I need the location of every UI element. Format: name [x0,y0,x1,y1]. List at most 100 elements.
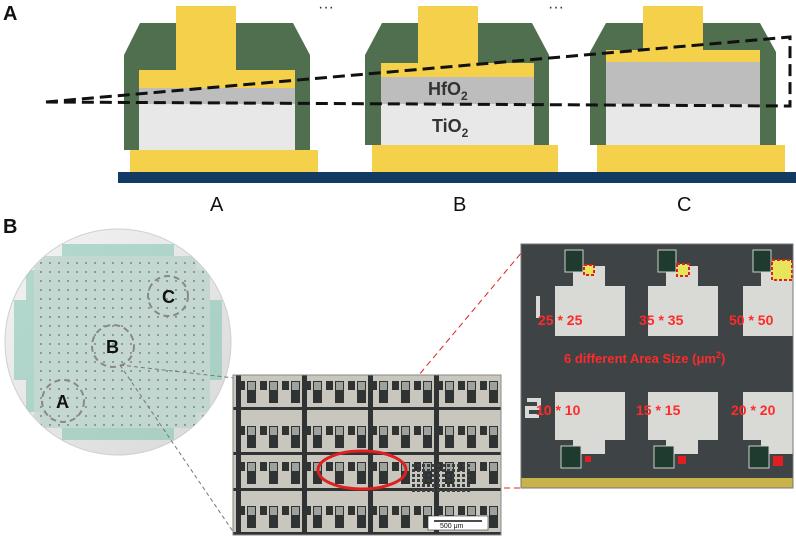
via-frame [560,445,582,469]
wafer-die [67,406,69,408]
wafer-die [67,415,69,417]
wafer-die [193,307,195,309]
wafer-die [121,334,123,336]
contact-pad [392,506,399,515]
wafer-die [76,379,78,381]
device-cell-window [490,427,497,435]
wafer-die [166,343,168,345]
wafer-die [175,352,177,354]
wafer-die [193,370,195,372]
wafer-die [85,271,87,273]
wafer-region-a-label: A [56,392,69,412]
contact-pad [260,506,267,515]
test-array-dot [447,464,450,467]
wafer-die [130,379,132,381]
wafer-die [121,370,123,372]
wafer-die [121,379,123,381]
wafer-die [130,316,132,318]
wafer-die [175,424,177,426]
wafer-die [184,397,186,399]
wafer-die [148,307,150,309]
wafer-die [76,298,78,300]
wafer-die [58,316,60,318]
wafer-die [40,316,42,318]
contact-pad [370,462,377,471]
wafer-die [166,424,168,426]
wafer-die [67,280,69,282]
contact-pad [458,381,465,390]
wafer-die [103,415,105,417]
device-cell [291,462,300,484]
wafer-die [139,280,141,282]
wafer-die [175,298,177,300]
wafer-die [175,379,177,381]
wafer-die [49,388,51,390]
wafer-die [103,388,105,390]
wafer-die [58,397,60,399]
wafer-die [76,406,78,408]
wafer-die [166,280,168,282]
wafer-die [157,343,159,345]
contact-pad [260,381,267,390]
electrode-pad [555,392,625,440]
device-cell-window [248,463,255,471]
wafer-die [58,298,60,300]
device-cell [489,462,498,484]
wafer-die [112,343,114,345]
hfo2-layer-a [139,88,295,104]
contact-pad [238,506,245,515]
test-array-dot [457,474,460,477]
wafer-die [103,424,105,426]
wafer-die [121,361,123,363]
wafer-die [148,415,150,417]
device-cell [445,426,454,448]
wafer-die [121,280,123,282]
device-cell [467,462,476,484]
device-cell-window [424,507,431,515]
wafer-die [94,271,96,273]
device-cell [269,381,278,403]
device-cell [247,462,256,484]
test-array-dot [457,489,460,492]
device-cell [379,426,388,448]
wafer-die [157,379,159,381]
wafer-die [103,262,105,264]
device-cell-window [292,463,299,471]
wafer-die [103,280,105,282]
test-array-dot [452,484,455,487]
contact-pad [370,506,377,515]
wafer-die [130,334,132,336]
electrode-pad [743,286,793,336]
test-array-dot [437,464,440,467]
wafer-die [130,343,132,345]
test-array-dot [417,474,420,477]
wafer-die [166,316,168,318]
wafer-die [112,271,114,273]
wafer-die [148,262,150,264]
wafer-die [94,397,96,399]
wafer-die [202,415,204,417]
wafer-die [193,388,195,390]
wafer-die [202,388,204,390]
test-array-dot [432,474,435,477]
area-label-25: 25 * 25 [538,312,583,328]
wafer-die [49,334,51,336]
wafer-die [193,271,195,273]
wafer-die [166,352,168,354]
wafer-die [85,289,87,291]
wafer-die [67,343,69,345]
test-array-dot [427,474,430,477]
wafer-die [175,271,177,273]
wafer-die [157,370,159,372]
device-cell-window [468,507,475,515]
wafer-die [139,388,141,390]
wafer-die [76,370,78,372]
wafer-die [49,352,51,354]
electrode-pad [648,286,718,336]
wafer-die [184,406,186,408]
wafer-die [112,352,114,354]
wafer-die [76,334,78,336]
bottom-strip [521,478,793,488]
device-cell [291,381,300,403]
test-array-dot [412,484,415,487]
